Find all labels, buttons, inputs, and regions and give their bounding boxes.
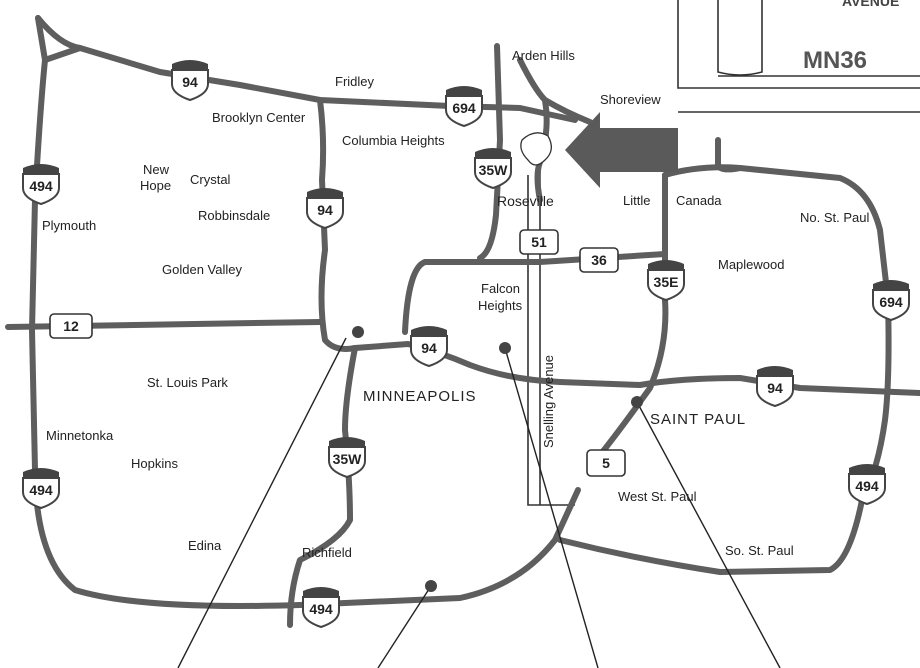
leader-lines: [177, 337, 781, 668]
label-no-st-paul: No. St. Paul: [800, 210, 869, 225]
svg-text:694: 694: [452, 100, 476, 116]
label-falcon-heights: Heights: [478, 298, 523, 313]
label-so-st-paul: So. St. Paul: [725, 543, 794, 558]
location-dots: [352, 326, 643, 592]
svg-text:94: 94: [182, 74, 198, 90]
label-edina: Edina: [188, 538, 222, 553]
inset-title: MN36: [803, 47, 867, 74]
label-saint-paul: SAINT PAUL: [650, 411, 746, 428]
route-marker-36: 36: [579, 247, 619, 273]
label-little-canada: Little: [623, 193, 650, 208]
label-richfield: Richfield: [302, 545, 352, 560]
route-marker-51: 51: [519, 229, 559, 255]
label-crystal: Crystal: [190, 172, 231, 187]
svg-text:51: 51: [531, 234, 547, 250]
label-shoreview: Shoreview: [600, 92, 661, 107]
interstate-shield: 694: [872, 279, 910, 321]
label-little-canada: Canada: [676, 193, 722, 208]
interstate-shield: 694: [445, 85, 483, 127]
svg-text:35W: 35W: [333, 451, 363, 467]
label-arden-hills: Arden Hills: [512, 48, 575, 63]
interstate-shield: 94: [410, 325, 448, 367]
label-st-louis-park: St. Louis Park: [147, 375, 228, 390]
location-dot: [352, 326, 364, 338]
label-columbia-heights: Columbia Heights: [342, 133, 445, 148]
inset-subtitle: AVENUE: [842, 0, 899, 9]
svg-text:5: 5: [602, 455, 610, 471]
interstate-shield: 494: [848, 463, 886, 505]
label-west-st-paul: West St. Paul: [618, 489, 697, 504]
location-dot: [499, 342, 511, 354]
label-fridley: Fridley: [335, 74, 375, 89]
svg-text:36: 36: [591, 252, 607, 268]
svg-text:494: 494: [29, 178, 53, 194]
location-arrow-icon: [565, 112, 678, 188]
highways: [5, 15, 920, 628]
label-maplewood: Maplewood: [718, 257, 785, 272]
svg-text:494: 494: [309, 601, 333, 617]
label-snelling-avenue: Snelling Avenue: [541, 355, 556, 448]
interstate-shield: 494: [302, 586, 340, 628]
svg-text:94: 94: [421, 340, 437, 356]
label-roseville: Roseville: [497, 193, 554, 209]
label-falcon-heights: Falcon: [481, 281, 520, 296]
svg-text:494: 494: [855, 478, 879, 494]
route-markers: 12 51 36 5: [49, 229, 626, 477]
svg-text:494: 494: [29, 482, 53, 498]
location-dot: [425, 580, 437, 592]
interstate-shield: 494: [22, 163, 60, 205]
lake-icon: [520, 132, 552, 166]
interstate-shield: 94: [171, 59, 209, 101]
label-hopkins: Hopkins: [131, 456, 178, 471]
label-new-hope: Hope: [140, 178, 171, 193]
svg-text:94: 94: [767, 380, 783, 396]
svg-text:694: 694: [879, 294, 903, 310]
interstate-shields: 94 694 35W 494 94 35E 694 94 94 35W 494 …: [22, 59, 910, 628]
interstate-shield: 35W: [474, 147, 512, 189]
svg-text:12: 12: [63, 318, 79, 334]
snelling-avenue-lines: [527, 162, 575, 506]
interstate-shield: 94: [306, 187, 344, 229]
label-brooklyn-center: Brooklyn Center: [212, 110, 306, 125]
label-minneapolis: MINNEAPOLIS: [363, 388, 477, 405]
svg-text:35E: 35E: [654, 274, 679, 290]
route-marker-12: 12: [49, 313, 93, 339]
route-marker-5: 5: [586, 449, 626, 477]
interstate-shield: 35E: [647, 259, 685, 301]
label-robbinsdale: Robbinsdale: [198, 208, 270, 223]
label-golden-valley: Golden Valley: [162, 262, 242, 277]
location-dot: [631, 396, 643, 408]
inset-panel: MN36 AVENUE: [677, 0, 920, 113]
interstate-shield: 94: [756, 365, 794, 407]
interstate-shield: 494: [22, 467, 60, 509]
svg-text:35W: 35W: [479, 162, 509, 178]
place-labels: Arden Hills Shoreview Fridley Brooklyn C…: [42, 48, 869, 560]
label-new-hope: New: [143, 162, 170, 177]
label-minnetonka: Minnetonka: [46, 428, 114, 443]
svg-text:94: 94: [317, 202, 333, 218]
interstate-shield: 35W: [328, 436, 366, 478]
label-plymouth: Plymouth: [42, 218, 96, 233]
